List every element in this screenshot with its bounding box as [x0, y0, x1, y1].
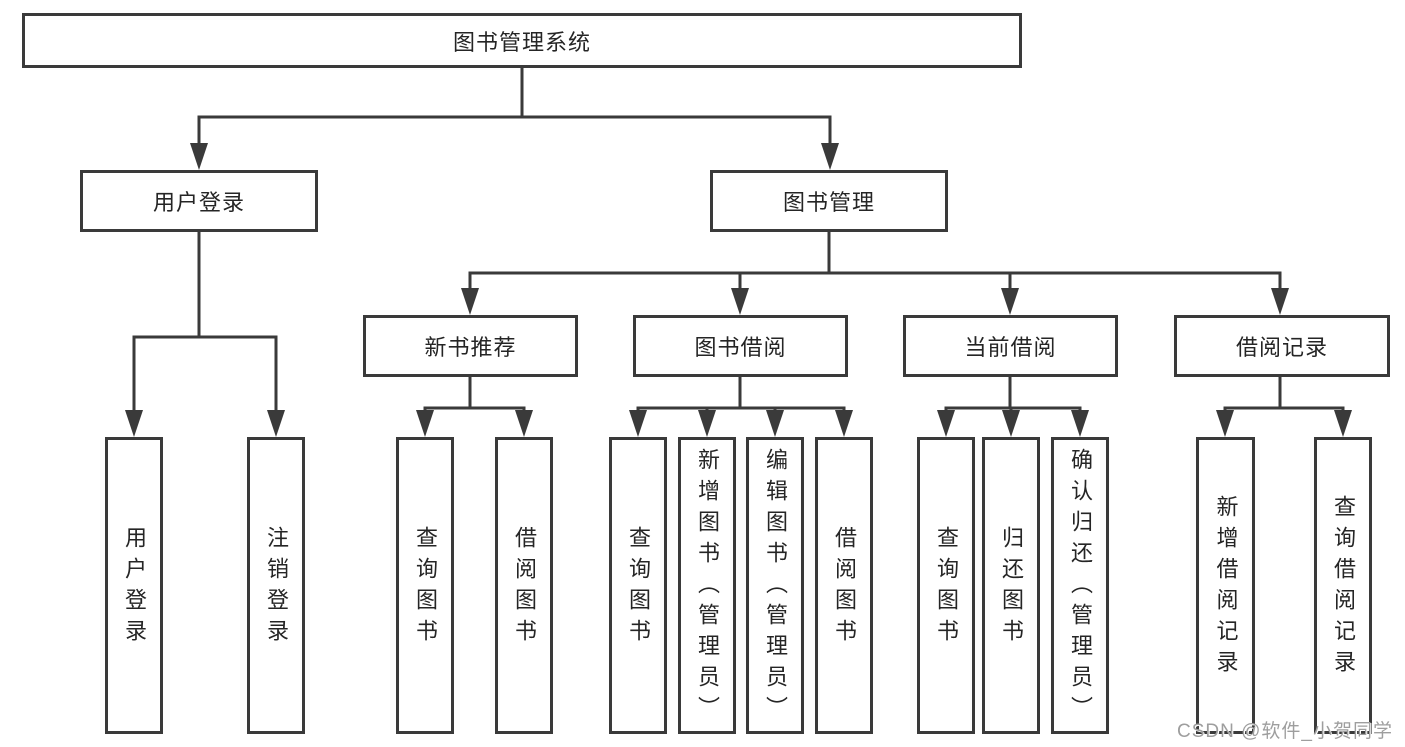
node-borrow-records: 借阅记录 — [1174, 315, 1390, 377]
leaf-add-borrow-record: 新增借阅记录 — [1196, 437, 1255, 734]
node-user-login-branch: 用户登录 — [80, 170, 318, 232]
node-book-management-branch: 图书管理 — [710, 170, 948, 232]
node-new-book-recommend: 新书推荐 — [363, 315, 578, 377]
leaf-query-books-recommend: 查询图书 — [396, 437, 454, 734]
leaf-query-books-current: 查询图书 — [917, 437, 975, 734]
node-book-borrow: 图书借阅 — [633, 315, 848, 377]
leaf-user-login: 用户登录 — [105, 437, 163, 734]
leaf-return-books: 归还图书 — [982, 437, 1040, 734]
leaf-logout: 注销登录 — [247, 437, 305, 734]
leaf-confirm-return-admin: 确认归还（管理员） — [1051, 437, 1109, 734]
leaf-add-books-admin: 新增图书（管理员） — [678, 437, 736, 734]
leaf-borrow-books: 借阅图书 — [815, 437, 873, 734]
node-current-borrow: 当前借阅 — [903, 315, 1118, 377]
leaf-query-borrow-record: 查询借阅记录 — [1314, 437, 1372, 734]
leaf-edit-books-admin: 编辑图书（管理员） — [746, 437, 804, 734]
csdn-watermark: CSDN @软件_小贺同学 — [1177, 721, 1393, 742]
leaf-borrow-books-recommend: 借阅图书 — [495, 437, 553, 734]
node-root-system: 图书管理系统 — [22, 13, 1022, 68]
leaf-query-books-borrow: 查询图书 — [609, 437, 667, 734]
